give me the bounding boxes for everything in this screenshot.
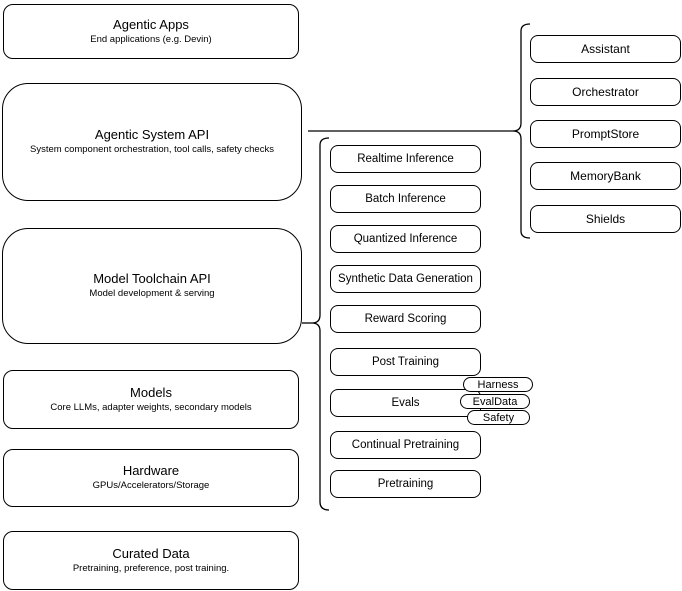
toolchain-item-reward-scoring: Reward Scoring xyxy=(330,305,481,333)
toolchain-item-post-training: Post Training xyxy=(330,348,481,376)
toolchain-item-evals: Evals xyxy=(330,389,481,417)
node-curated-data: Curated Data Pretraining, preference, po… xyxy=(3,531,299,590)
system-item-promptstore: PromptStore xyxy=(530,120,681,148)
node-subtitle: Core LLMs, adapter weights, secondary mo… xyxy=(50,401,252,413)
toolchain-item-synthetic-data-generation: Synthetic Data Generation xyxy=(330,265,481,293)
toolchain-brace xyxy=(311,137,330,511)
system-item-assistant: Assistant xyxy=(530,35,681,63)
node-subtitle: GPUs/Accelerators/Storage xyxy=(92,480,210,492)
node-title: Model Toolchain API xyxy=(93,271,211,287)
node-hardware: Hardware GPUs/Accelerators/Storage xyxy=(3,449,299,507)
eval-tag-safety: Safety xyxy=(467,410,530,425)
node-title: Agentic System API xyxy=(94,127,210,143)
node-subtitle: End applications (e.g. Devin) xyxy=(90,33,212,45)
node-models: Models Core LLMs, adapter weights, secon… xyxy=(3,370,299,429)
toolchain-item-realtime-inference: Realtime Inference xyxy=(330,145,481,173)
system-brace xyxy=(512,23,531,239)
toolchain-item-continual-pretraining: Continual Pretraining xyxy=(330,431,481,459)
node-agentic-system-api: Agentic System API System component orch… xyxy=(2,83,302,201)
node-title: Models xyxy=(130,384,172,400)
node-agentic-apps: Agentic Apps End applications (e.g. Devi… xyxy=(3,4,299,59)
node-subtitle: System component orchestration, tool cal… xyxy=(30,144,274,156)
eval-tag-harness: Harness xyxy=(463,377,533,392)
node-model-toolchain-api: Model Toolchain API Model development & … xyxy=(2,228,302,344)
node-title: Curated Data xyxy=(112,545,190,561)
system-item-memorybank: MemoryBank xyxy=(530,162,681,190)
eval-tag-evaldata: EvalData xyxy=(460,394,530,409)
toolchain-item-quantized-inference: Quantized Inference xyxy=(330,225,481,253)
node-subtitle: Pretraining, preference, post training. xyxy=(72,562,230,574)
toolchain-item-batch-inference: Batch Inference xyxy=(330,185,481,213)
toolchain-item-pretraining: Pretraining xyxy=(330,470,481,498)
node-title: Hardware xyxy=(122,463,180,479)
system-item-shields: Shields xyxy=(530,205,681,233)
node-subtitle: Model development & serving xyxy=(89,288,215,300)
node-title: Agentic Apps xyxy=(113,16,189,32)
system-item-orchestrator: Orchestrator xyxy=(530,78,681,106)
